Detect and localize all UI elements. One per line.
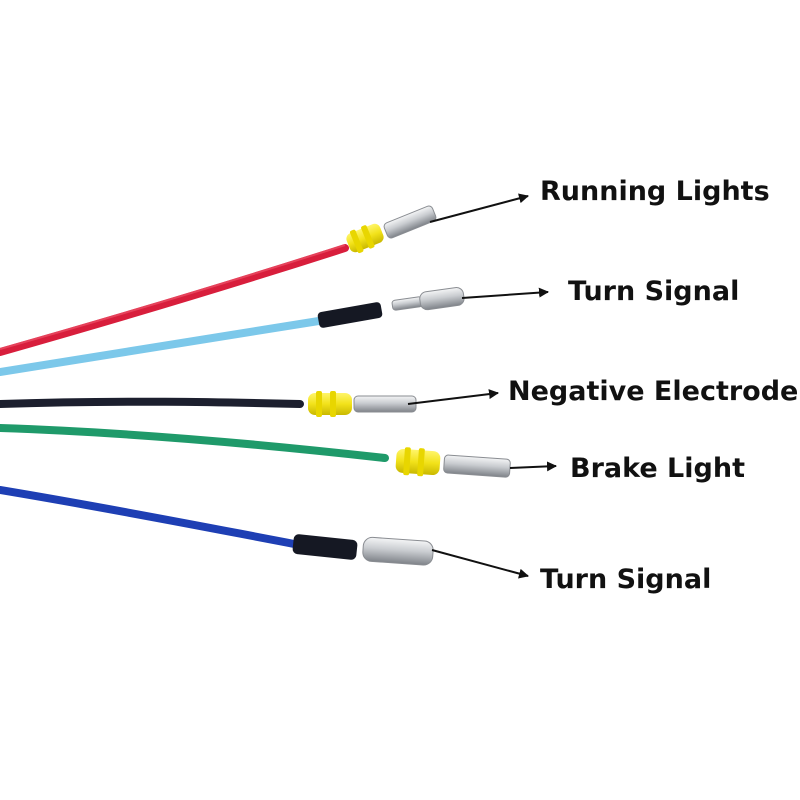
terminal-red xyxy=(383,205,437,239)
arrow-turn-signal-lower xyxy=(431,549,529,579)
label-running-lights: Running Lights xyxy=(540,176,770,207)
arrow-turn-signal-upper xyxy=(461,287,549,299)
label-turn-signal-upper: Turn Signal xyxy=(568,276,740,307)
black-wire xyxy=(0,397,304,408)
label-negative-electrode: Negative Electrode xyxy=(508,376,799,407)
heat-shrink-blue xyxy=(292,534,358,560)
terminal-black xyxy=(353,395,417,413)
green-wire xyxy=(0,424,389,462)
blue-wire xyxy=(0,486,304,549)
red-wire xyxy=(0,244,349,356)
terminal-light-blue xyxy=(391,287,465,311)
yellow-seal-black xyxy=(308,391,352,417)
heat-shrink-light-blue xyxy=(317,302,383,328)
terminal-green xyxy=(443,454,511,478)
terminal-blue xyxy=(362,536,434,566)
light-blue-wire xyxy=(0,316,329,376)
arrow-brake-light xyxy=(509,461,557,472)
label-brake-light: Brake Light xyxy=(570,453,745,484)
arrow-negative-electrode xyxy=(407,389,499,405)
arrow-running-lights xyxy=(429,193,529,223)
yellow-seal-green xyxy=(395,447,441,477)
yellow-seal-red xyxy=(346,223,384,254)
label-turn-signal-lower: Turn Signal xyxy=(540,564,712,595)
